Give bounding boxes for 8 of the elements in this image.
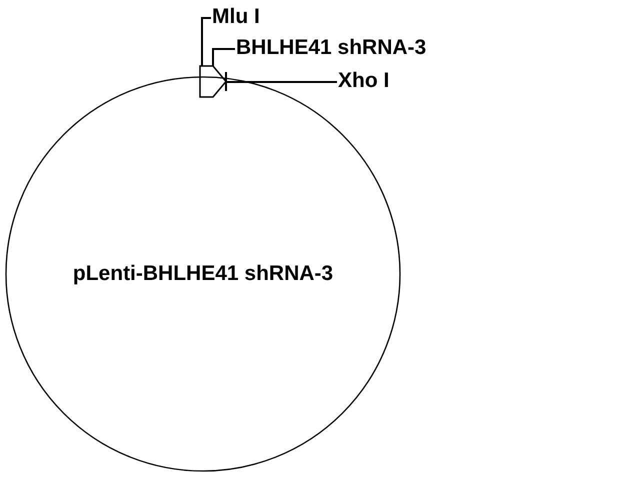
- feature-label: BHLHE41 shRNA-3: [236, 37, 426, 59]
- plasmid-name: pLenti-BHLHE41 shRNA-3: [72, 263, 334, 285]
- leader-line: [226, 81, 337, 83]
- leader-line: [201, 17, 211, 66]
- leader-line: [212, 48, 235, 66]
- insert-arrow: [199, 65, 227, 98]
- feature-label: Xho I: [338, 70, 390, 92]
- feature-label: Mlu I: [212, 6, 260, 28]
